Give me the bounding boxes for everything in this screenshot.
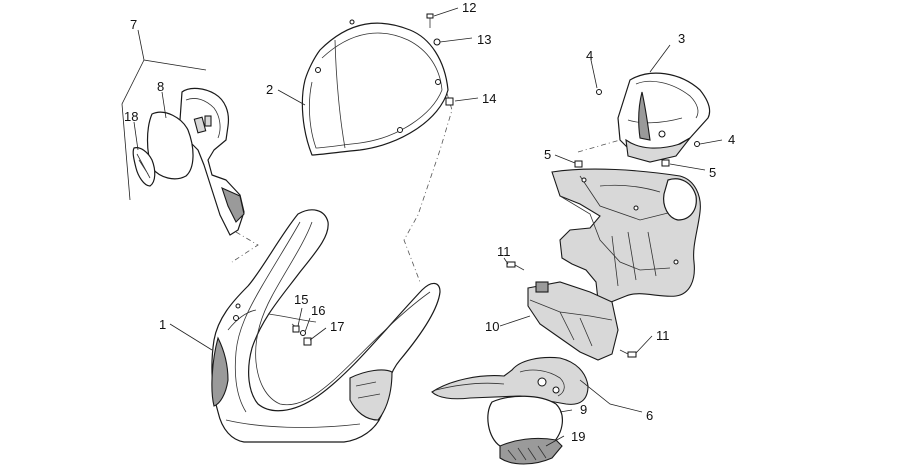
callout-6: 6	[646, 408, 653, 423]
front-fairing-part	[211, 209, 441, 443]
callout-labels: 1 2 3 4 4 5 5 6 7 8 9 10 11 11 12 13 14 …	[124, 0, 735, 444]
mirror-assembly	[132, 87, 245, 236]
callout-9: 9	[580, 402, 587, 417]
leader-lines	[121, 7, 723, 447]
nut-14	[445, 97, 454, 106]
callout-15: 15	[294, 292, 308, 307]
callout-10: 10	[485, 319, 499, 334]
callout-18: 18	[124, 109, 138, 124]
fairing-bracket-frame	[551, 168, 701, 305]
callout-11a: 11	[497, 244, 511, 259]
instrument-cover-part	[617, 72, 711, 163]
nut-17	[303, 337, 312, 346]
callout-13: 13	[477, 32, 491, 47]
screw-15	[292, 325, 300, 333]
callout-12: 12	[462, 0, 476, 15]
callout-3: 3	[678, 31, 685, 46]
clip-5b	[661, 159, 670, 167]
screw-11a	[506, 261, 525, 271]
callout-7: 7	[130, 17, 137, 32]
windscreen-part	[301, 19, 449, 156]
callout-5a: 5	[544, 147, 551, 162]
lower-bracket-part	[527, 281, 619, 361]
callout-16: 16	[311, 303, 325, 318]
clip-5a	[574, 160, 583, 168]
lower-mirror-assembly	[431, 356, 589, 465]
washer-13	[433, 38, 441, 46]
washer-16	[300, 330, 306, 336]
callout-11b: 11	[656, 328, 670, 343]
callout-8: 8	[157, 79, 164, 94]
mirror-glass-8	[146, 111, 194, 180]
grommet-4a	[596, 89, 602, 95]
callout-4b: 4	[728, 132, 735, 147]
screw-11b	[619, 349, 637, 358]
callout-1: 1	[159, 317, 166, 332]
grommet-4b	[694, 141, 700, 147]
callout-5b: 5	[709, 165, 716, 180]
callout-14: 14	[482, 91, 496, 106]
screw-12	[426, 13, 434, 28]
callout-17: 17	[330, 319, 344, 334]
callout-2: 2	[266, 82, 273, 97]
callout-4a: 4	[586, 48, 593, 63]
callout-19: 19	[571, 429, 585, 444]
